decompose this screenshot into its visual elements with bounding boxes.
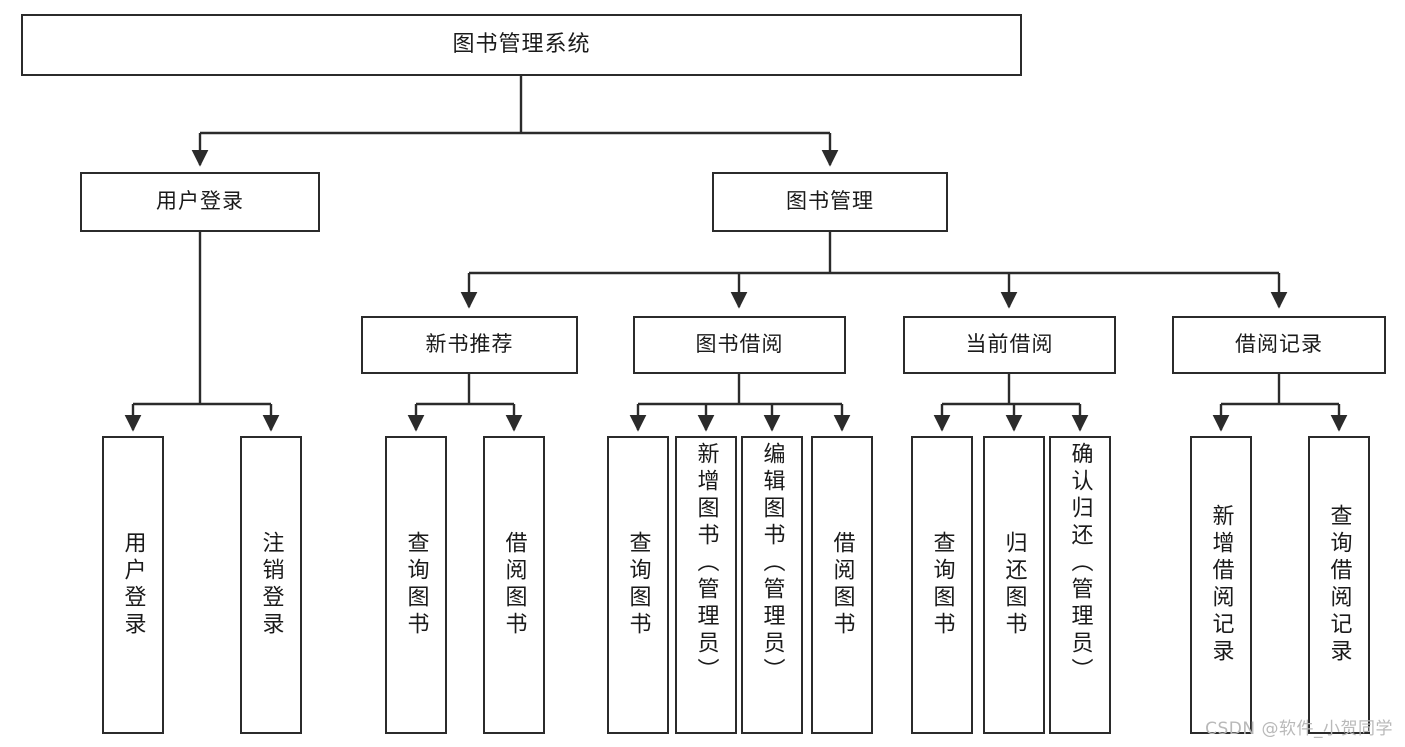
node-borrow-record[interactable]: 借阅记录	[1172, 316, 1386, 374]
leaf-current-confirm-return[interactable]: 确认归还（管理员）	[1049, 436, 1111, 734]
node-book-borrow[interactable]: 图书借阅	[633, 316, 846, 374]
leaf-user-login-login[interactable]: 用户登录	[102, 436, 164, 734]
leaf-user-login-login-label: 用户登录	[120, 531, 146, 639]
node-new-book-recommend-label: 新书推荐	[425, 332, 514, 357]
leaf-borrow-add-book-label: 新增图书（管理员）	[693, 442, 719, 685]
node-new-book-recommend[interactable]: 新书推荐	[361, 316, 578, 374]
leaf-borrow-edit-book[interactable]: 编辑图书（管理员）	[741, 436, 803, 734]
leaf-current-query-book-label: 查询图书	[929, 531, 955, 639]
node-current-borrow[interactable]: 当前借阅	[903, 316, 1116, 374]
leaf-record-query-label: 查询借阅记录	[1326, 504, 1352, 666]
node-root-system-label: 图书管理系统	[452, 31, 591, 57]
leaf-borrow-query-book-label: 查询图书	[625, 531, 651, 639]
leaf-user-login-logout-label: 注销登录	[258, 531, 284, 639]
node-book-management-label: 图书管理	[786, 189, 874, 214]
leaf-borrow-borrow-book[interactable]: 借阅图书	[811, 436, 873, 734]
leaf-record-add-label: 新增借阅记录	[1208, 504, 1234, 666]
watermark-csdn: CSDN @软件_小贺同学	[1205, 719, 1393, 739]
node-root-system[interactable]: 图书管理系统	[21, 14, 1022, 76]
leaf-borrow-borrow-book-label: 借阅图书	[829, 531, 855, 639]
leaf-current-return-book[interactable]: 归还图书	[983, 436, 1045, 734]
leaf-new-book-borrow[interactable]: 借阅图书	[483, 436, 545, 734]
leaf-user-login-logout[interactable]: 注销登录	[240, 436, 302, 734]
leaf-borrow-edit-book-label: 编辑图书（管理员）	[759, 442, 785, 685]
node-borrow-record-label: 借阅记录	[1235, 332, 1323, 357]
node-book-borrow-label: 图书借阅	[695, 332, 784, 357]
leaf-new-book-query-label: 查询图书	[403, 531, 429, 639]
node-user-login[interactable]: 用户登录	[80, 172, 320, 232]
leaf-new-book-borrow-label: 借阅图书	[501, 531, 527, 639]
leaf-current-confirm-return-label: 确认归还（管理员）	[1067, 442, 1093, 685]
leaf-record-add[interactable]: 新增借阅记录	[1190, 436, 1252, 734]
leaf-record-query[interactable]: 查询借阅记录	[1308, 436, 1370, 734]
leaf-current-query-book[interactable]: 查询图书	[911, 436, 973, 734]
node-user-login-label: 用户登录	[156, 189, 244, 214]
leaf-borrow-query-book[interactable]: 查询图书	[607, 436, 669, 734]
leaf-new-book-query[interactable]: 查询图书	[385, 436, 447, 734]
leaf-current-return-book-label: 归还图书	[1001, 531, 1027, 639]
leaf-borrow-add-book[interactable]: 新增图书（管理员）	[675, 436, 737, 734]
node-current-borrow-label: 当前借阅	[965, 332, 1054, 357]
node-book-management[interactable]: 图书管理	[712, 172, 948, 232]
